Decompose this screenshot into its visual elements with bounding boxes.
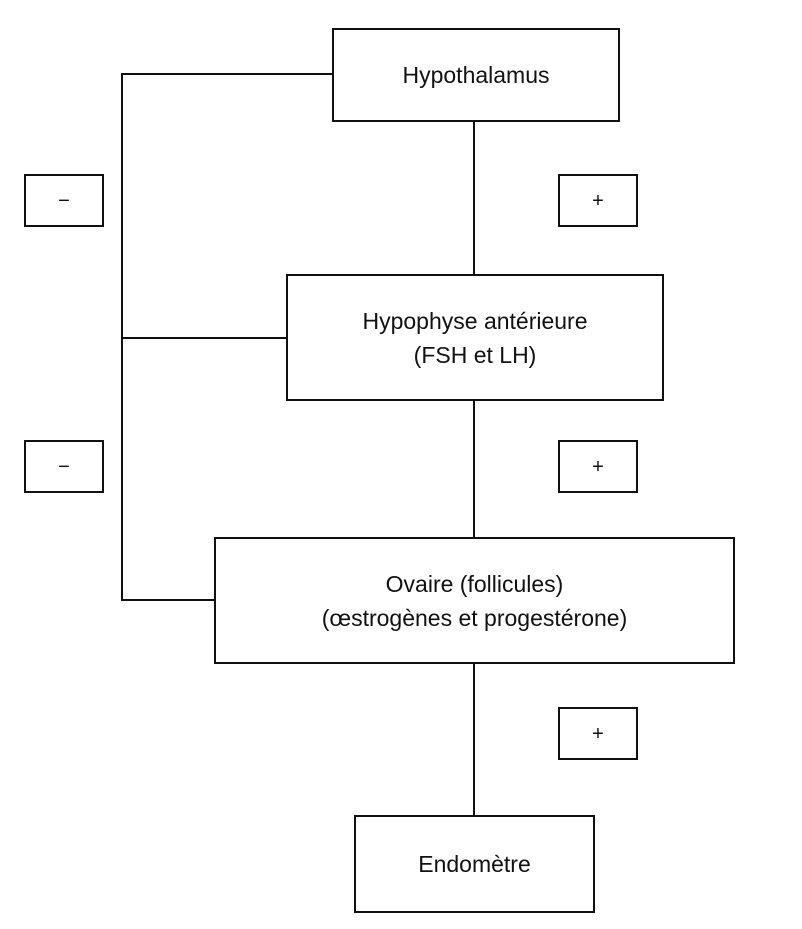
hypothalamus-label: Hypothalamus: [402, 62, 550, 88]
connector-pituitary-left: [121, 337, 288, 339]
positive-stimulation-top-symbol: +: [592, 189, 604, 212]
negative-feedback-bottom-symbol: −: [58, 455, 70, 478]
positive-stimulation-middle: +: [558, 440, 638, 493]
positive-stimulation-top: +: [558, 174, 638, 227]
anterior-pituitary-box: Hypophyse antérieure (FSH et LH): [286, 274, 664, 401]
estrogen-progesterone-label: (œstrogènes et progestérone): [321, 604, 628, 631]
connector-ovary-left: [121, 599, 216, 601]
endometrium-label: Endomètre: [418, 851, 531, 877]
connector-hypothalamus-pituitary: [473, 121, 475, 276]
negative-feedback-bottom: −: [24, 440, 104, 493]
anterior-pituitary-label: Hypophyse antérieure: [362, 307, 588, 334]
hypothalamus-box: Hypothalamus: [332, 28, 620, 122]
negative-feedback-top-symbol: −: [58, 189, 70, 212]
positive-stimulation-bottom-symbol: +: [592, 722, 604, 745]
ovary-box: Ovaire (follicules) (œstrogènes et proge…: [214, 537, 735, 664]
connector-hypothalamus-left: [121, 73, 334, 75]
fsh-lh-label: (FSH et LH): [413, 341, 537, 368]
negative-feedback-top: −: [24, 174, 104, 227]
connector-pituitary-ovary: [473, 399, 475, 539]
positive-stimulation-middle-symbol: +: [592, 455, 604, 478]
connector-ovary-endometrium: [473, 662, 475, 817]
ovary-label: Ovaire (follicules): [385, 570, 564, 597]
positive-stimulation-bottom: +: [558, 707, 638, 760]
endometrium-box: Endomètre: [354, 815, 595, 913]
